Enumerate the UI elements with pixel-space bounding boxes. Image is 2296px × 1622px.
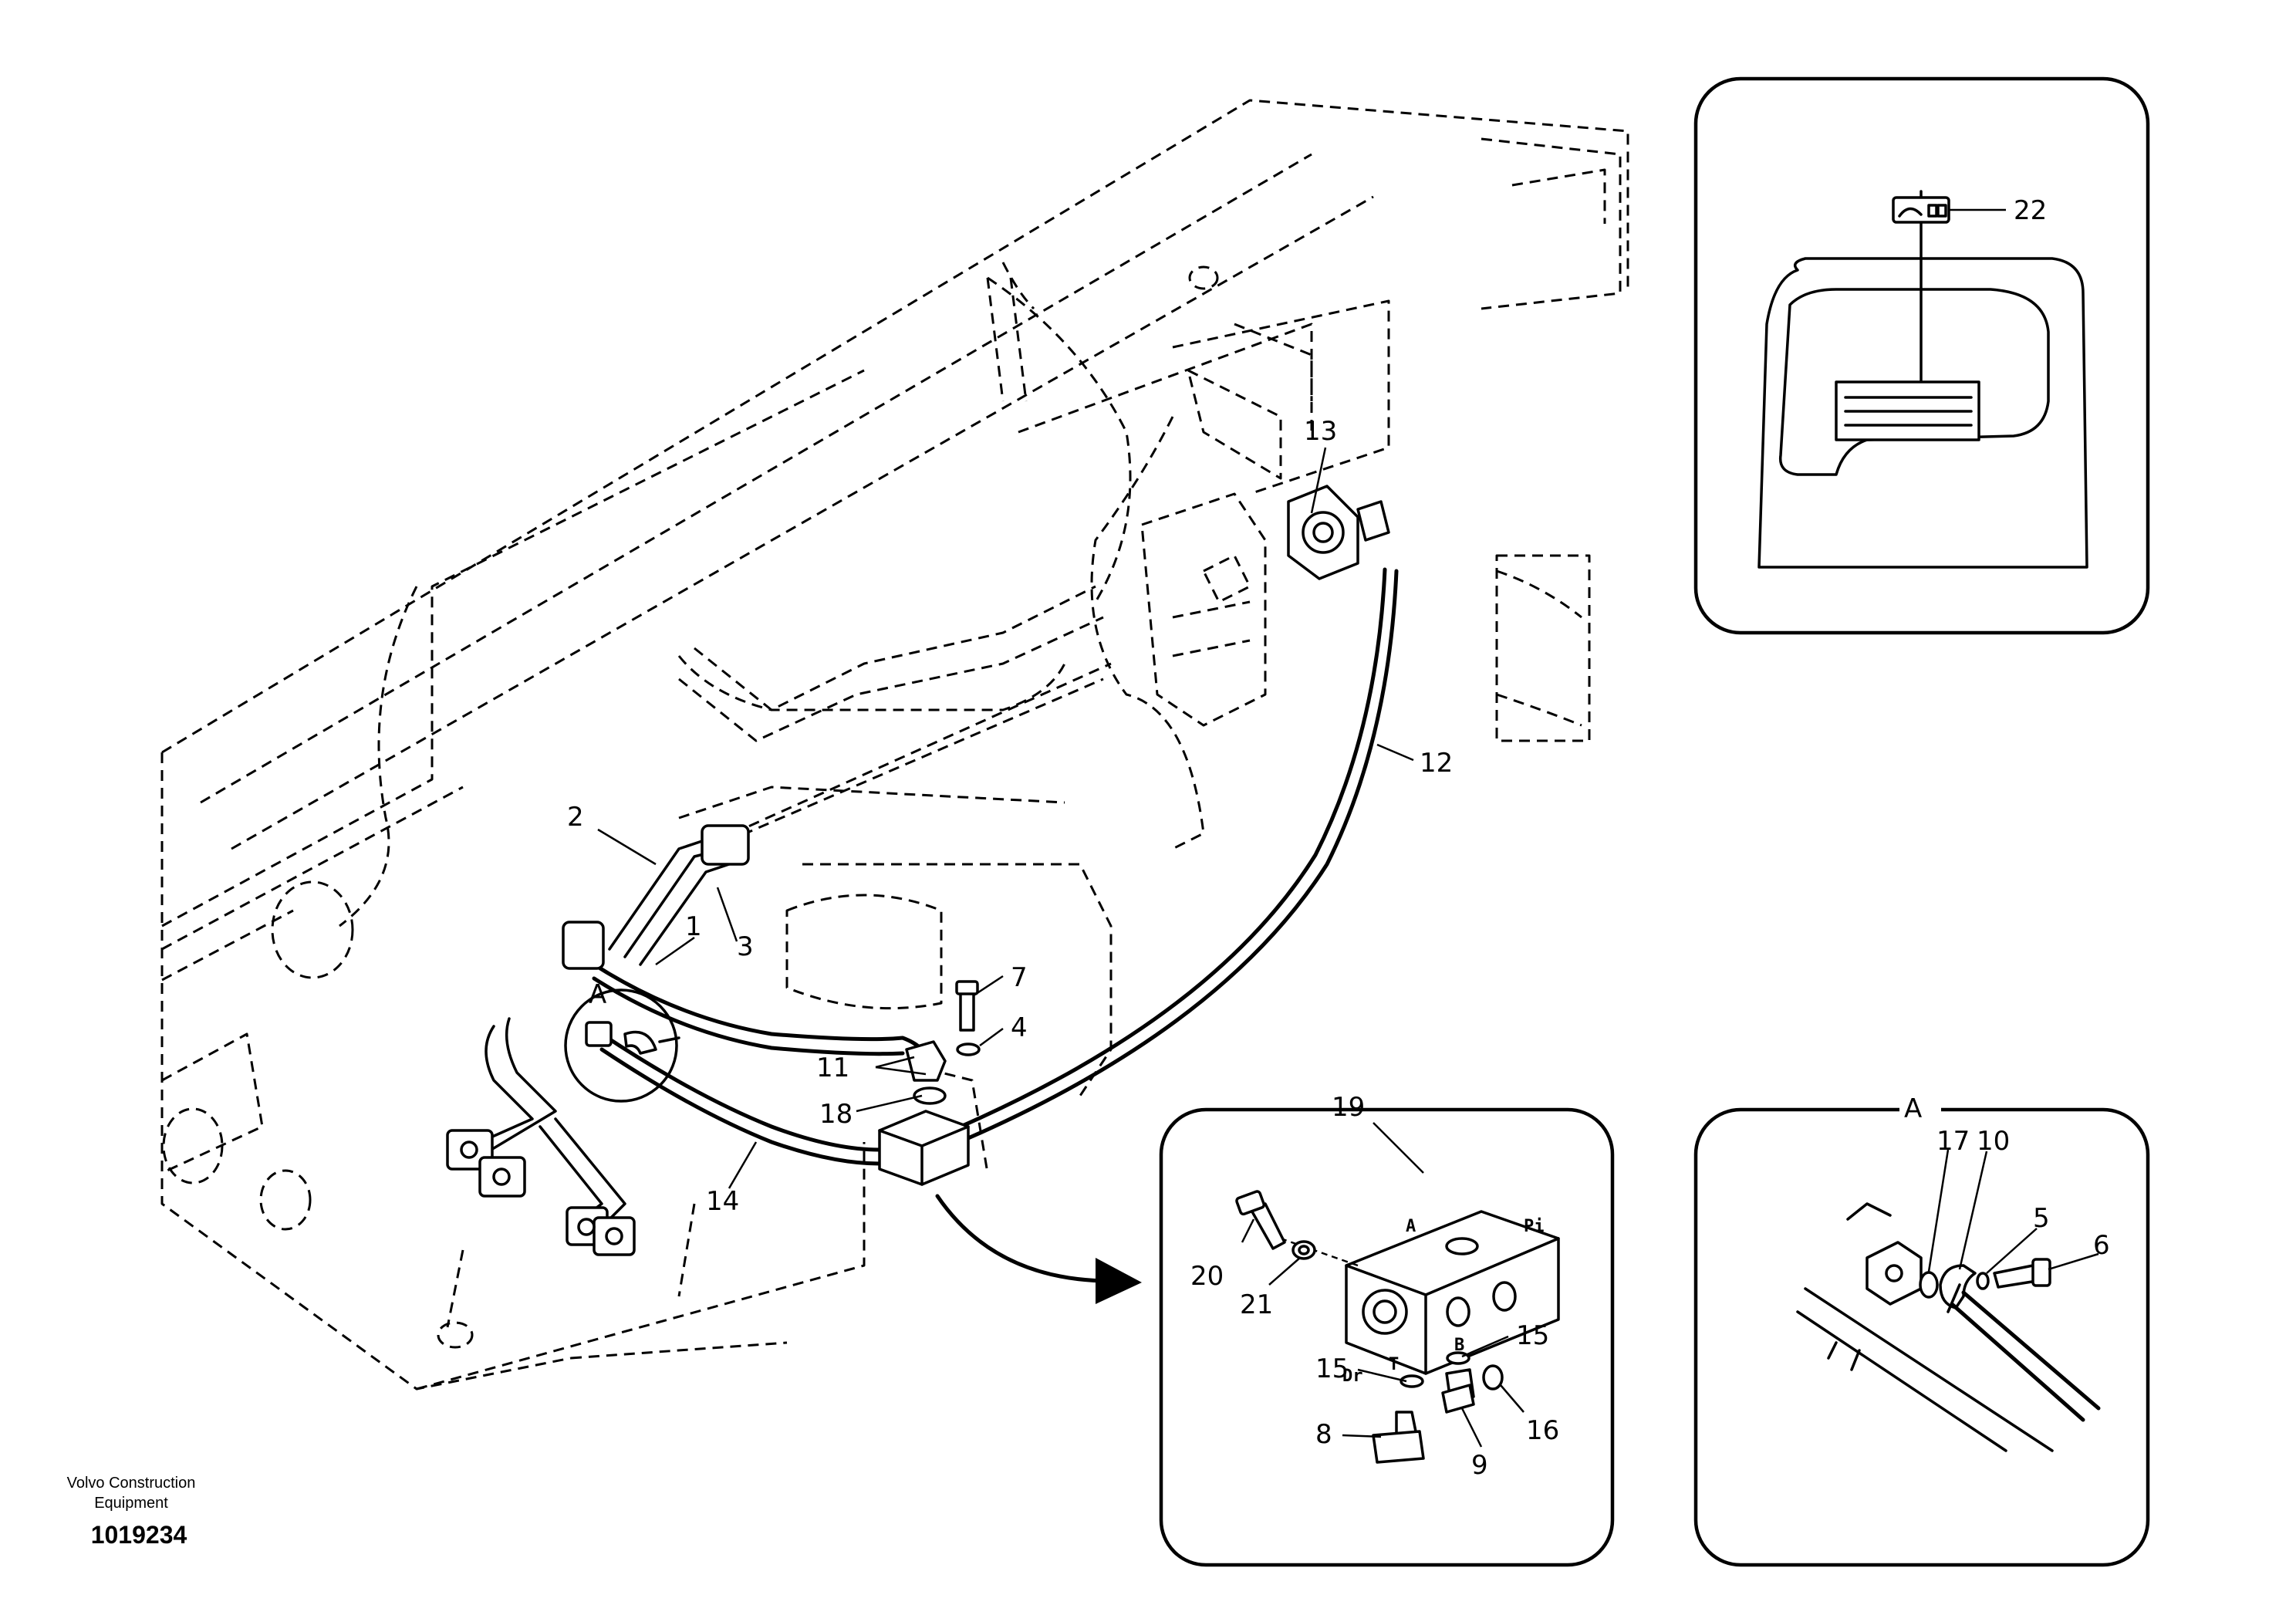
callout-22: 22 [2014, 195, 2047, 226]
port-b-label: B [1454, 1336, 1464, 1355]
callout-3: 3 [737, 931, 754, 962]
company-name-line1: Volvo Construction [67, 1475, 196, 1492]
port-pi-label: Pi [1524, 1217, 1545, 1236]
valve-detail-panel: A Pi Dr T B 19 20 21 15 15 8 9 16 [1159, 1092, 1615, 1567]
detail-a-title: A [1904, 1093, 1922, 1124]
callout-6: 6 [2093, 1230, 2110, 1261]
callout-9: 9 [1471, 1450, 1488, 1481]
callout-12: 12 [1420, 748, 1453, 779]
callout-10: 10 [1977, 1126, 2010, 1157]
company-name-line2: Equipment [94, 1495, 168, 1512]
callout-2: 2 [567, 802, 584, 833]
callout-21: 21 [1240, 1289, 1273, 1320]
callout-15-left: 15 [1315, 1353, 1349, 1384]
port-t-label: T [1389, 1355, 1399, 1374]
callout-14: 14 [706, 1186, 739, 1217]
callout-7: 7 [1011, 962, 1028, 993]
callout-1: 1 [685, 911, 702, 942]
callout-18: 18 [819, 1099, 853, 1130]
detail-a-marker: A [589, 979, 606, 1010]
port-dr-label: Dr [1342, 1367, 1363, 1386]
callout-17: 17 [1936, 1126, 1970, 1157]
callout-5: 5 [2033, 1203, 2050, 1234]
main-leaders [597, 447, 1414, 1189]
port-a-label: A [1406, 1217, 1416, 1236]
callout-19: 19 [1332, 1092, 1365, 1123]
callout-13: 13 [1304, 416, 1337, 447]
footer: Volvo Construction Equipment 1019234 [67, 1475, 196, 1549]
background-pipes [678, 277, 1582, 850]
main-callouts: 2 1 3 7 4 11 12 13 14 18 A [567, 416, 1453, 1217]
callout-11: 11 [816, 1053, 849, 1083]
main-fittings [446, 485, 1390, 1256]
callout-16: 16 [1526, 1415, 1559, 1446]
callout-15-right: 15 [1516, 1320, 1549, 1351]
decal-panel: 22 [1693, 76, 2150, 635]
detail-a-panel: A 17 10 5 6 [1693, 1091, 2150, 1567]
control-valve-outline [1140, 492, 1267, 727]
callout-20: 20 [1190, 1261, 1224, 1292]
callout-4: 4 [1011, 1012, 1028, 1043]
callout-8: 8 [1315, 1419, 1332, 1450]
pilot-valve-block-main [878, 1086, 970, 1186]
machine-frame-outline [160, 99, 1629, 1391]
drawing-number: 1019234 [91, 1521, 187, 1549]
detail-arrow [935, 1194, 1142, 1304]
